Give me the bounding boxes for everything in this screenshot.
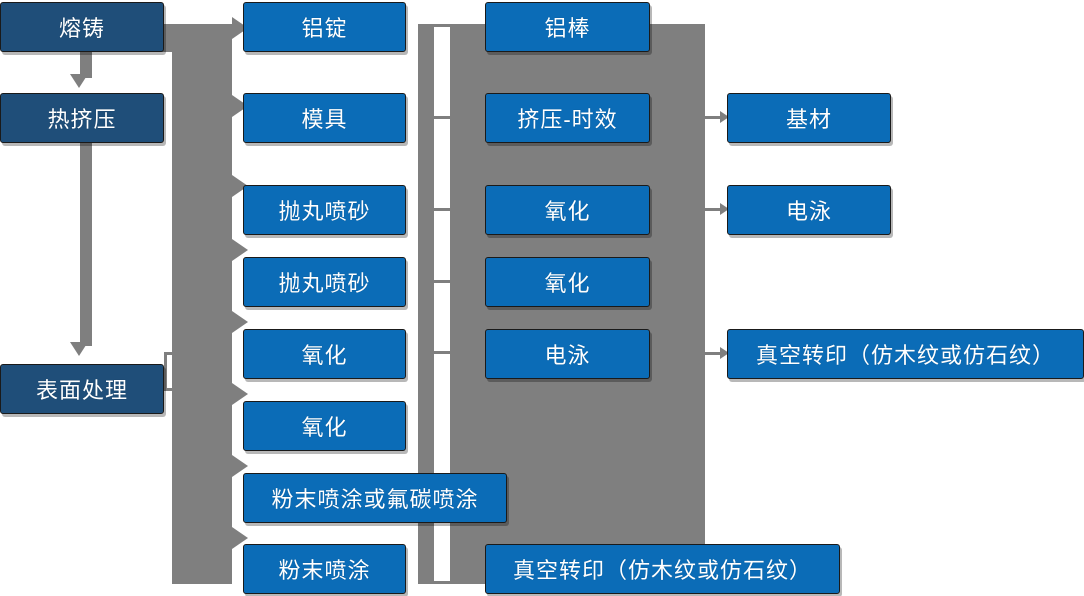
gray-tie-line-6 xyxy=(430,581,454,584)
primary-node-aluminum-ingot[interactable]: 铝锭 xyxy=(243,2,406,52)
gray-stub-surface-treatment xyxy=(164,388,194,391)
arrow-to-output-1 xyxy=(705,111,729,123)
node-label: 铝锭 xyxy=(301,16,348,41)
gray-tie-line-5 xyxy=(430,351,454,354)
stage-node-hot-extrusion[interactable]: 热挤压 xyxy=(0,93,164,143)
stage-node-melting-casting[interactable]: 熔铸 xyxy=(0,2,164,52)
arrow-to-output-3 xyxy=(705,347,729,359)
output-node-vacuum-transfer-printing[interactable]: 真空转印（仿木纹或仿石纹） xyxy=(727,329,1084,379)
node-label: 抛丸喷砂 xyxy=(278,271,371,296)
gray-distribution-bar-left xyxy=(172,24,232,584)
node-label: 氧化 xyxy=(301,415,348,440)
output-node-electrophoresis[interactable]: 电泳 xyxy=(727,185,891,235)
gray-arrowhead-primary-4 xyxy=(232,239,248,261)
secondary-node-extrusion-aging[interactable]: 挤压-时效 xyxy=(485,93,650,143)
primary-node-powder-or-fluorocarbon-coating[interactable]: 粉末喷涂或氟碳喷涂 xyxy=(243,473,507,523)
secondary-node-vacuum-transfer-printing[interactable]: 真空转印（仿木纹或仿石纹） xyxy=(485,544,840,594)
stage-label: 表面处理 xyxy=(35,378,128,403)
secondary-node-electrophoresis[interactable]: 电泳 xyxy=(485,329,650,379)
gray-feed-vertical-lower xyxy=(80,142,92,346)
arrow-to-output-2 xyxy=(705,203,729,215)
primary-node-mold[interactable]: 模具 xyxy=(243,93,406,143)
gray-tie-line-1 xyxy=(430,24,454,27)
stage-node-surface-treatment[interactable]: 表面处理 xyxy=(0,364,164,414)
node-label: 电泳 xyxy=(785,199,832,224)
gray-connector-bar-middle-left xyxy=(418,24,434,584)
node-label: 氧化 xyxy=(544,271,591,296)
node-label: 真空转印（仿木纹或仿石纹） xyxy=(512,558,812,583)
output-node-base-material[interactable]: 基材 xyxy=(727,93,891,143)
secondary-node-aluminum-rod[interactable]: 铝棒 xyxy=(485,2,650,52)
gray-arrowhead-primary-5 xyxy=(232,311,248,333)
stage-label: 熔铸 xyxy=(58,16,105,41)
node-label: 挤压-时效 xyxy=(517,107,618,132)
node-label: 氧化 xyxy=(301,343,348,368)
gray-arrowhead-primary-8 xyxy=(232,527,248,549)
secondary-node-oxidation-2[interactable]: 氧化 xyxy=(485,257,650,307)
node-label: 铝棒 xyxy=(544,16,591,41)
primary-node-oxidation-2[interactable]: 氧化 xyxy=(243,401,406,451)
secondary-node-oxidation-1[interactable]: 氧化 xyxy=(485,185,650,235)
gray-tie-line-3 xyxy=(430,208,454,211)
stage-label: 热挤压 xyxy=(47,107,117,132)
gray-arrowhead-primary-6 xyxy=(232,383,248,405)
node-label: 抛丸喷砂 xyxy=(278,199,371,224)
node-label: 真空转印（仿木纹或仿石纹） xyxy=(755,343,1055,368)
node-label: 电泳 xyxy=(544,343,591,368)
gray-tie-line-2 xyxy=(430,116,454,119)
gray-arrowhead-primary-7 xyxy=(232,455,248,477)
primary-node-oxidation-1[interactable]: 氧化 xyxy=(243,329,406,379)
primary-node-shot-blasting-1[interactable]: 抛丸喷砂 xyxy=(243,185,406,235)
node-label: 基材 xyxy=(785,107,832,132)
node-label: 粉末喷涂或氟碳喷涂 xyxy=(271,487,479,512)
gray-corner-surface-treatment xyxy=(164,352,167,390)
node-label: 模具 xyxy=(301,107,348,132)
gray-tie-line-4 xyxy=(430,280,454,283)
gray-corner-surface-treatment-top xyxy=(164,352,192,355)
gray-arrowhead-to-surface-treatment xyxy=(70,342,88,356)
primary-node-powder-coating[interactable]: 粉末喷涂 xyxy=(243,544,406,594)
node-label: 粉末喷涂 xyxy=(278,558,371,583)
node-label: 氧化 xyxy=(544,199,591,224)
primary-node-shot-blasting-2[interactable]: 抛丸喷砂 xyxy=(243,257,406,307)
gray-arrowhead-to-hot-extrusion xyxy=(70,74,88,88)
